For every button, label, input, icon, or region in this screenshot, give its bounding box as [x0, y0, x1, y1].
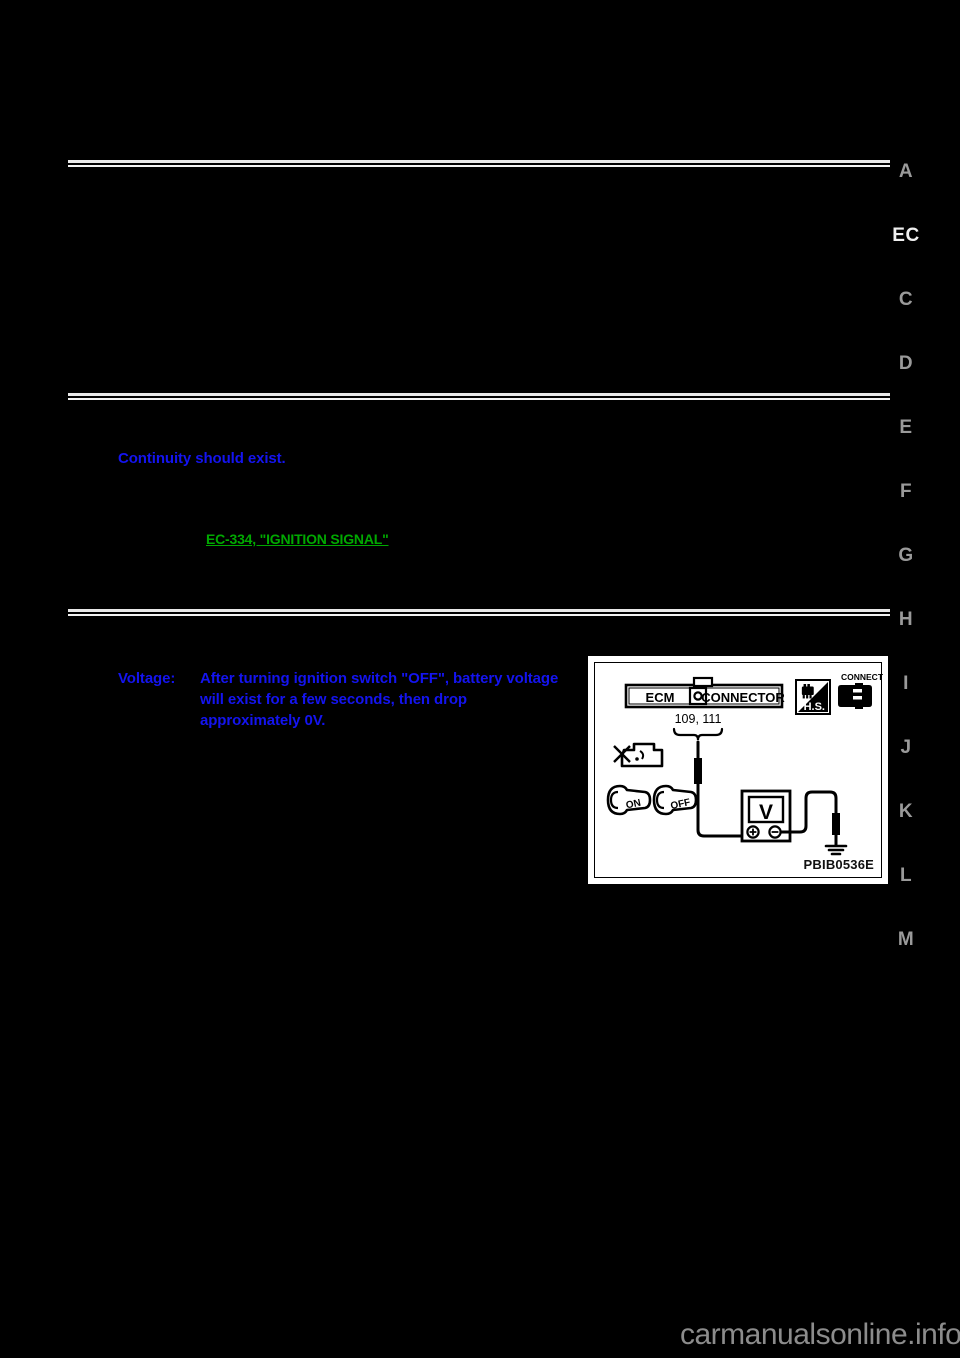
section-index-item-j[interactable]: J [900, 737, 912, 758]
figure-connector-label: CONNECTOR [701, 690, 785, 705]
divider-bar-thick [68, 160, 890, 163]
section-index-item-ec[interactable]: EC [892, 225, 920, 246]
ignition-on-label: ON [625, 798, 642, 812]
figure-reference-code: PBIB0536E [803, 857, 874, 872]
section-index-item-f[interactable]: F [899, 481, 913, 502]
section-index-item-h[interactable]: H [898, 609, 914, 630]
divider-bar-gap [68, 612, 890, 614]
section-index-item-i[interactable]: I [903, 673, 909, 694]
measurement-figure-panel: ECM CONNECTOR 109, 111 H.S. [588, 656, 888, 884]
divider-bar-thick [68, 393, 890, 396]
divider-bar-thick [68, 609, 890, 612]
divider-bar-thin [68, 614, 890, 616]
voltage-spec-value: After turning ignition switch "OFF", bat… [200, 670, 559, 729]
site-watermark: carmanualsonline.info [680, 1318, 960, 1351]
connect-icon: CONNECT [838, 672, 884, 709]
section-divider-bottom [68, 609, 890, 616]
section-index-item-e[interactable]: E [899, 417, 913, 438]
voltage-specification: Voltage: After turning ignition switch "O… [118, 668, 578, 731]
section-index-item-c[interactable]: C [898, 289, 914, 310]
hs-icon-label: H.S. [804, 701, 825, 713]
connect-icon-label: CONNECT [841, 672, 884, 682]
engine-off-icon [613, 742, 664, 768]
positive-probe-lead [694, 740, 744, 838]
hs-icon: H.S. [795, 679, 831, 715]
figure-ecm-label: ECM [646, 690, 675, 705]
section-index-item-d[interactable]: D [898, 353, 914, 374]
section-index-item-k[interactable]: K [898, 801, 914, 822]
section-index-item-a[interactable]: A [898, 161, 914, 182]
ecm-connector-box: ECM CONNECTOR [624, 676, 785, 709]
section-index-item-m[interactable]: M [897, 929, 915, 950]
section-index-item-l[interactable]: L [899, 865, 913, 886]
ignition-switch-on-icon: ON [606, 784, 652, 816]
divider-bar-thin [68, 398, 890, 400]
divider-bar-thin [68, 165, 890, 167]
ground-symbol [824, 844, 848, 856]
ignition-switch-off-icon: OFF [652, 784, 698, 816]
divider-bar-gap [68, 163, 890, 165]
section-index-item-g[interactable]: G [898, 545, 914, 566]
ignition-signal-link[interactable]: EC-334, "IGNITION SIGNAL" [206, 531, 389, 547]
divider-bar-gap [68, 396, 890, 398]
ignition-off-label: OFF [670, 797, 692, 812]
voltage-spec-label: Voltage: [118, 670, 176, 687]
section-divider-middle [68, 393, 890, 400]
figure-terminal-numbers: 109, 111 [675, 712, 722, 726]
voltmeter-positive-terminal [749, 828, 757, 836]
figure-terminal-brace [672, 727, 724, 741]
continuity-statement: Continuity should exist. [118, 450, 286, 467]
ground-probe-lead [779, 790, 848, 856]
section-divider-top [68, 160, 890, 167]
voltmeter-label: V [759, 801, 773, 824]
ecm-connector-measurement-diagram: ECM CONNECTOR 109, 111 H.S. [606, 672, 884, 856]
section-index: A EC C D E F G H I J K L M [874, 140, 938, 972]
